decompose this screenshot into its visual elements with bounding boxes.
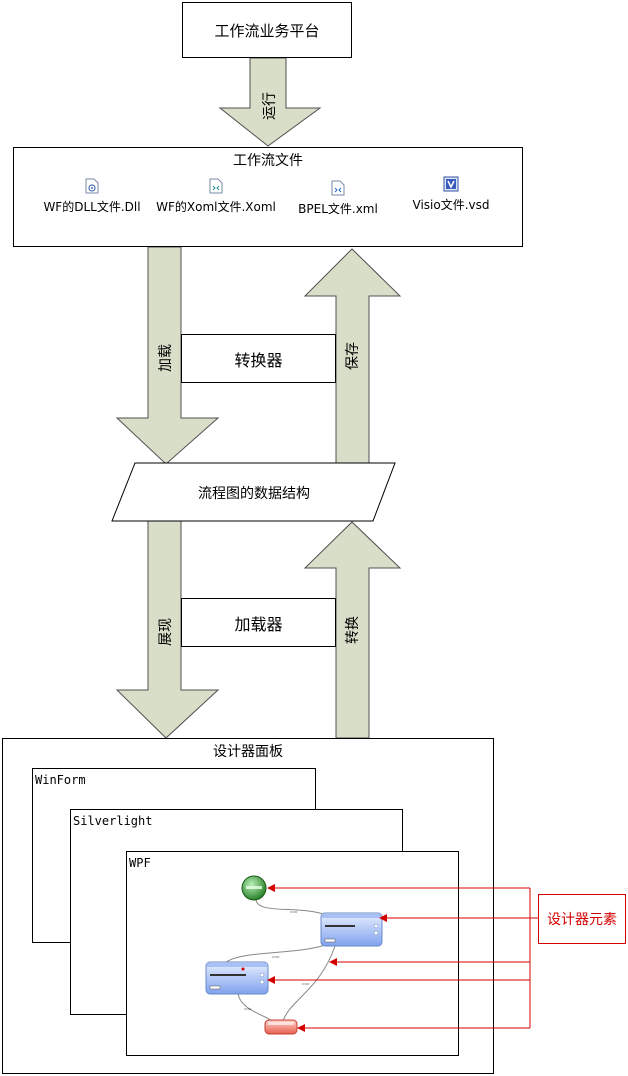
loader-box: 加载器 xyxy=(181,598,336,647)
workflow-files-title: 工作流文件 xyxy=(233,153,303,169)
designer-elements-callout: 设计器元素 xyxy=(538,894,626,944)
run-arrow xyxy=(218,57,322,147)
platform-box: 工作流业务平台 xyxy=(182,2,352,58)
xml-file-icon xyxy=(331,180,345,196)
silverlight-label: Silverlight xyxy=(73,814,153,828)
xoml-file-icon xyxy=(209,178,223,194)
start-node[interactable] xyxy=(241,875,267,901)
connector-label: ▭▭ xyxy=(302,981,310,986)
platform-label: 工作流业务平台 xyxy=(214,21,320,40)
data-structure-label: 流程图的数据结构 xyxy=(198,486,310,502)
activity-node[interactable] xyxy=(320,912,383,947)
wpf-label: WPF xyxy=(129,856,151,870)
flow-connector xyxy=(224,943,329,964)
converter-label: 转换器 xyxy=(234,350,283,370)
workflow-files-box: 工作流文件 WF的DLL文件.Dll WF的Xoml文件.Xoml BPEL文件… xyxy=(13,147,523,247)
designer-elements-label: 设计器元素 xyxy=(547,912,617,928)
load-arrow xyxy=(115,246,220,465)
connector-label: ▭▭ xyxy=(272,954,280,959)
save-arrow xyxy=(303,248,402,464)
visio-file-icon xyxy=(443,176,459,192)
file-xoml-label: WF的Xoml文件.Xoml xyxy=(156,200,276,214)
activity-node[interactable] xyxy=(205,961,269,995)
file-xoml[interactable]: WF的Xoml文件.Xoml xyxy=(156,178,276,215)
dll-file-icon xyxy=(85,178,99,194)
flow-connector xyxy=(255,898,327,916)
designer-panel-title: 设计器面板 xyxy=(213,744,283,760)
connector-label: ▭▭ xyxy=(244,1006,252,1011)
render-arrow xyxy=(115,520,220,739)
connector-label: ▭▭ xyxy=(290,909,298,914)
file-bpel-label: BPEL文件.xml xyxy=(298,202,378,216)
file-bpel[interactable]: BPEL文件.xml xyxy=(297,180,379,217)
file-dll-label: WF的DLL文件.Dll xyxy=(43,200,141,214)
convert-arrow xyxy=(303,521,402,739)
file-visio[interactable]: Visio文件.vsd xyxy=(406,176,496,213)
converter-box: 转换器 xyxy=(181,334,336,383)
file-dll[interactable]: WF的DLL文件.Dll xyxy=(40,178,144,215)
data-structure-shape xyxy=(111,462,396,522)
callout-lines xyxy=(267,884,538,1032)
winform-label: WinForm xyxy=(35,773,86,787)
loader-label: 加载器 xyxy=(234,614,283,634)
end-node[interactable] xyxy=(264,1019,298,1035)
file-visio-label: Visio文件.vsd xyxy=(412,198,490,212)
